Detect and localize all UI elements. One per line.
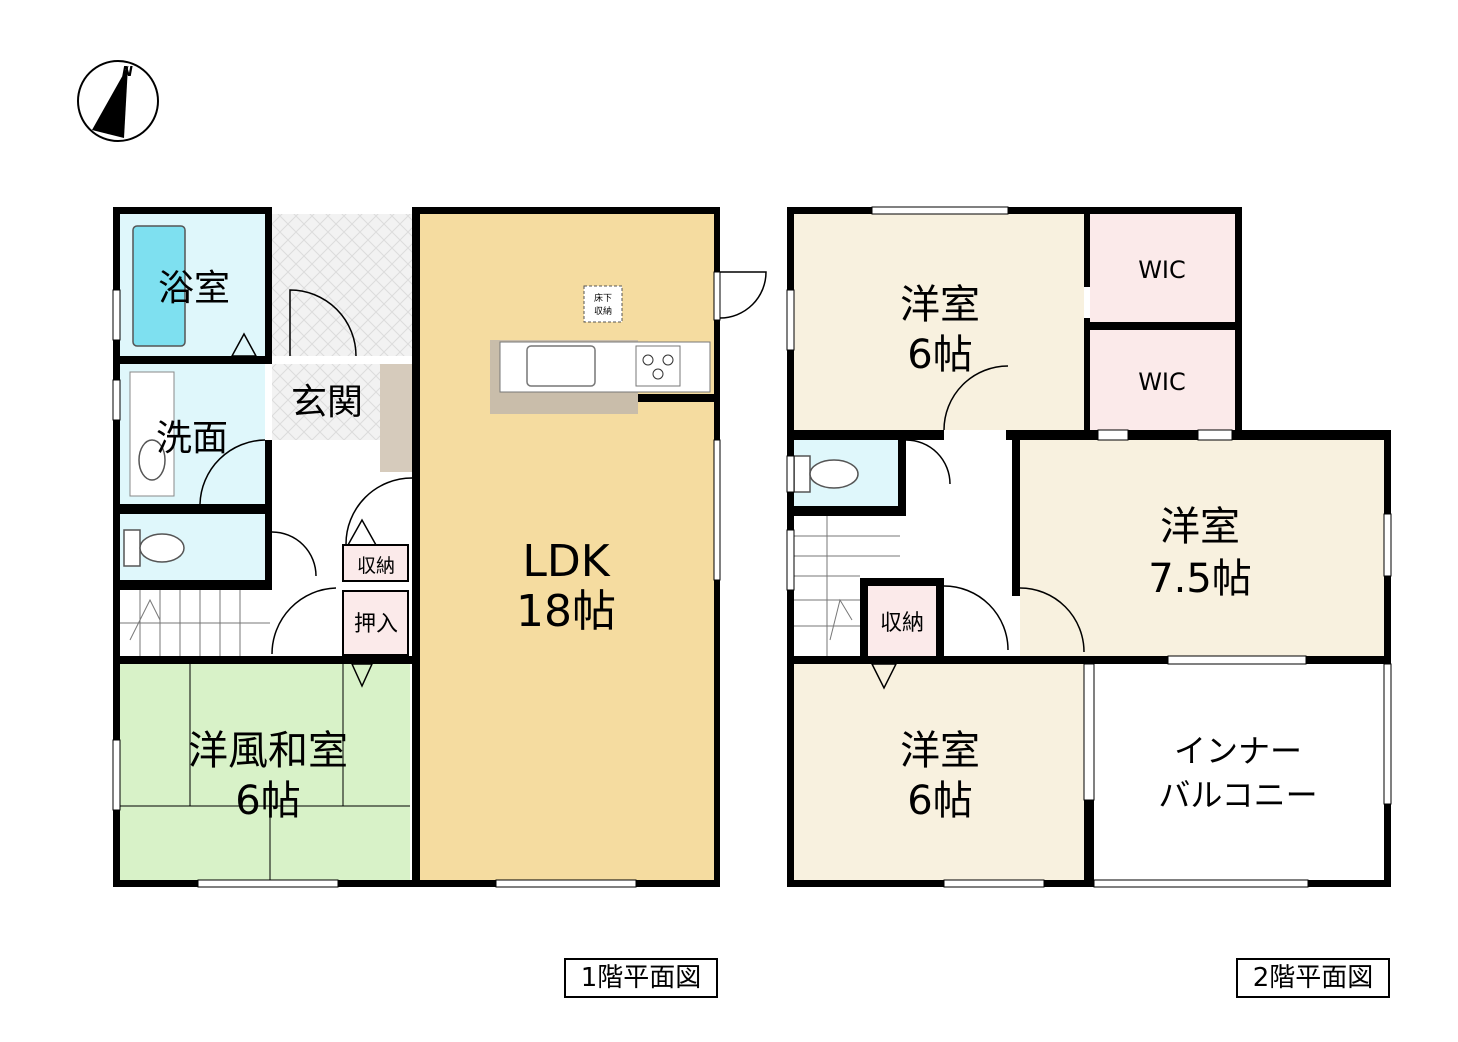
- entrance-porch: [272, 214, 412, 356]
- kitchen-counter: [490, 340, 711, 414]
- windows-1f: [112, 271, 721, 888]
- storage-2f-fill: [866, 584, 938, 656]
- tatami-lines: [120, 664, 410, 880]
- stove-icon: [635, 345, 681, 387]
- sink-icon: [138, 439, 166, 481]
- floor-2-title: 2階平面図: [1236, 958, 1390, 998]
- label-closet-1f: 押入: [354, 612, 398, 637]
- floor-2-plan: [786, 206, 1392, 888]
- label-room2-size: 7.5帖: [1148, 556, 1252, 602]
- ldk-fill: [420, 214, 714, 880]
- label-japanese-room-size: 6帖: [235, 778, 300, 824]
- closet-1f: [342, 590, 409, 656]
- label-room1-size: 6帖: [907, 332, 972, 378]
- label-wic2: WIC: [1138, 368, 1186, 396]
- stairs-2f-treads: [794, 516, 900, 656]
- room1-fill: [794, 214, 1084, 430]
- underfloor-storage: [583, 285, 623, 323]
- label-washroom: 洗面: [156, 418, 228, 459]
- label-underfloor-2: 収納: [594, 305, 612, 317]
- kitchen-sink-icon: [526, 345, 596, 387]
- windows-2f: [786, 206, 1392, 888]
- wic2-fill: [1090, 330, 1235, 432]
- label-ldk-size: 18帖: [516, 586, 616, 637]
- label-room1-name: 洋室: [900, 282, 980, 328]
- label-ldk-name: LDK: [522, 536, 610, 587]
- storage-1f: [342, 544, 409, 582]
- label-storage-2f: 収納: [880, 611, 924, 636]
- balcony-fill: [1094, 664, 1384, 880]
- entrance-floor: [272, 364, 380, 440]
- doors-2f: [870, 365, 1085, 690]
- doors-1f: [199, 271, 767, 688]
- room2-fill: [1020, 440, 1384, 656]
- compass-icon: N: [77, 60, 159, 142]
- label-room3-size: 6帖: [907, 778, 972, 824]
- shoe-cabinet: [380, 364, 412, 472]
- compass-north-label: N: [122, 65, 133, 80]
- label-room3-name: 洋室: [900, 728, 980, 774]
- bathtub: [132, 225, 186, 347]
- japanese-room-fill: [120, 664, 410, 880]
- label-japanese-room-name: 洋風和室: [188, 728, 348, 774]
- stairs-1f-treads: [120, 590, 270, 656]
- label-storage-1f: 収納: [357, 555, 395, 577]
- floor-1-plan: [112, 207, 767, 888]
- room3-fill: [794, 664, 1084, 880]
- label-underfloor-1: 床下: [594, 292, 612, 304]
- floor-1-title: 1階平面図: [564, 958, 718, 998]
- label-room2-name: 洋室: [1160, 504, 1240, 550]
- label-wic1: WIC: [1138, 256, 1186, 284]
- label-bath: 浴室: [158, 268, 230, 309]
- toilet-icon: [123, 529, 185, 567]
- label-balcony-1: インナー: [1174, 732, 1302, 770]
- wic1-fill: [1090, 214, 1235, 322]
- toilet-2f-icon: [793, 455, 859, 493]
- label-entrance: 玄関: [291, 382, 363, 423]
- label-balcony-2: バルコニー: [1158, 776, 1317, 814]
